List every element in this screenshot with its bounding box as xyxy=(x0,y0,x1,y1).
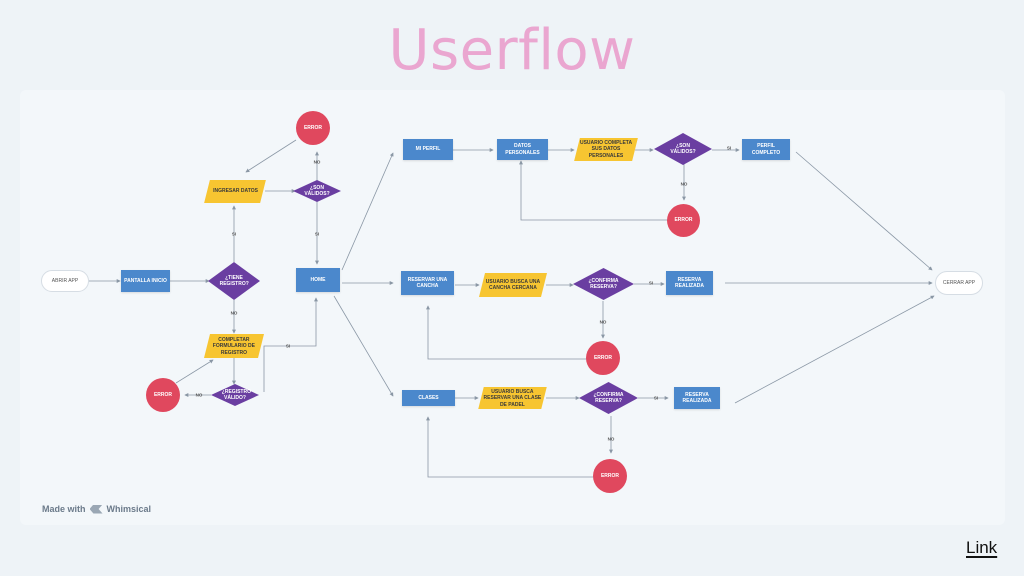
error-node-cancha[interactable]: ERROR xyxy=(586,341,620,375)
brand-logo: Link xyxy=(966,538,998,557)
decision-tiene-registro[interactable]: ¿TIENE REGISTRO? xyxy=(208,262,260,300)
input-ingresar-datos[interactable]: INGRESAR DATOS xyxy=(204,180,266,203)
node-reservar-cancha[interactable]: RESERVAR UNA CANCHA xyxy=(401,271,454,295)
edge-label-no: NO xyxy=(230,310,238,316)
edge-label-si: SI xyxy=(648,280,654,286)
made-with-label: Made with xyxy=(42,504,86,514)
end-node-cerrar-app[interactable]: CERRAR APP xyxy=(935,271,983,295)
node-reserva-realizada-clases[interactable]: RESERVA REALIZADA xyxy=(674,387,720,409)
diagram-board xyxy=(20,90,1005,525)
edge-label-si: SI xyxy=(314,231,320,237)
edge-registro-home xyxy=(263,297,318,392)
edge-home-clases xyxy=(333,295,394,397)
start-node-abrir-app[interactable]: ABRIR APP xyxy=(41,270,89,292)
node-clases[interactable]: CLASES xyxy=(402,390,455,406)
edge-perfilcompleto-cerrar xyxy=(795,151,933,271)
input-completar-formulario[interactable]: COMPLETAR FORMULARIO DE REGISTRO xyxy=(204,334,264,358)
decision-son-validos[interactable]: ¿SON VÁLIDOS? xyxy=(293,180,341,202)
decision-son-validos-perfil[interactable]: ¿SON VÁLIDOS? xyxy=(654,133,712,165)
edge-label-si: SI xyxy=(285,343,291,349)
decision-confirma-reserva[interactable]: ¿CONFIRMA RESERVA? xyxy=(579,382,638,414)
node-mi-perfil[interactable]: MI PERFIL xyxy=(403,139,453,160)
node-home[interactable]: HOME xyxy=(296,268,340,292)
page-title: Userflow xyxy=(388,18,636,83)
edge-reserva2-cerrar xyxy=(734,295,935,404)
whimsical-label: Whimsical xyxy=(106,504,152,514)
error-node-clases[interactable]: ERROR xyxy=(593,459,627,493)
whimsical-logo-icon xyxy=(89,504,103,514)
edge-error-ingresar xyxy=(245,139,297,173)
edge-label-si: SI xyxy=(726,145,732,151)
edge-label-no: NO xyxy=(680,181,688,187)
decision-registro-valido[interactable]: ¿REGISTRO VÁLIDO? xyxy=(211,384,259,406)
input-usuario-busca-clase[interactable]: USUARIO BUSCA RESERVAR UNA CLASE DE PADE… xyxy=(478,387,547,409)
error-node-perfil[interactable]: ERROR xyxy=(667,204,700,237)
edge-label-no: NO xyxy=(195,392,203,398)
edge-label-no: NO xyxy=(599,319,607,325)
edge-label-no: NO xyxy=(313,159,321,165)
edge-error-clases xyxy=(426,416,594,478)
edge-label-si: SI xyxy=(231,231,237,237)
edge-home-perfil xyxy=(341,152,394,271)
edge-label-no: NO xyxy=(607,436,615,442)
node-datos-personales[interactable]: DATOS PERSONALES xyxy=(497,139,548,160)
made-with-footer: Made with Whimsical xyxy=(42,504,151,514)
edge-label-si: SI xyxy=(653,395,659,401)
input-usuario-completa[interactable]: USUARIO COMPLETA SUS DATOS PERSONALES xyxy=(574,138,638,161)
node-pantalla-inicio[interactable]: PANTALLA INICIO xyxy=(121,270,170,292)
edge-error-completar xyxy=(175,359,214,384)
input-usuario-busca-cancha[interactable]: USUARIO BUSCA UNA CANCHA CERCANA xyxy=(479,273,547,297)
decision-hay-reserva[interactable]: ¿CONFIRMA RESERVA? xyxy=(573,268,634,300)
node-perfil-completo[interactable]: PERFIL COMPLETO xyxy=(742,139,790,160)
edge-error-datos xyxy=(519,160,668,221)
error-node-registro[interactable]: ERROR xyxy=(146,378,180,412)
node-reserva-realizada[interactable]: RESERVA REALIZADA xyxy=(666,271,713,295)
error-node-login[interactable]: ERROR xyxy=(296,111,330,145)
edge-error-cancha xyxy=(426,305,588,360)
